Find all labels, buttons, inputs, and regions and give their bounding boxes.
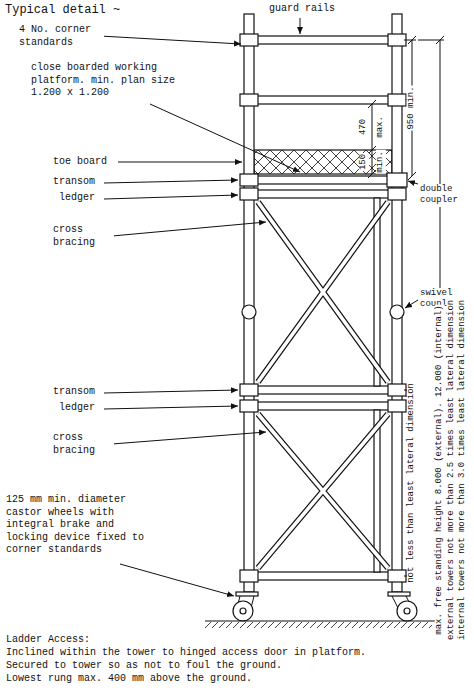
dimension: max. xyxy=(376,115,386,139)
part-label: transom xyxy=(52,176,96,189)
dimension: not less than least lateral dimension xyxy=(407,382,417,584)
note-text: Lowest rung max. 400 mm above the ground… xyxy=(5,673,253,686)
part-label: 4 No. corner standards xyxy=(18,24,104,49)
dimension: 150 xyxy=(359,153,369,171)
part-label: cross bracing xyxy=(52,432,114,457)
part-label: double coupler xyxy=(419,184,463,207)
note-text: 125 mm min. diameter castor wheels with … xyxy=(5,494,163,557)
part-label: cross bracing xyxy=(52,224,114,249)
dimension: min. xyxy=(376,150,386,174)
note-text: Inclined within the tower to hinged acce… xyxy=(5,647,367,660)
note-heading: Ladder Access: xyxy=(5,634,91,647)
dimension-note: external towers not more than 2.5 times … xyxy=(447,299,457,641)
part-label: guard rails xyxy=(268,3,336,16)
dimension: max. free standing height 8.000 (externa… xyxy=(435,304,445,635)
part-label: ledger xyxy=(58,192,96,205)
dimension: 950 min. xyxy=(407,85,417,130)
part-label: close boarded working platform. min. pla… xyxy=(30,62,204,100)
drawing-title: Typical detail ~ xyxy=(4,3,121,18)
dimension-note: internal towers not more than 3.0 times … xyxy=(458,299,468,641)
part-label: toe board xyxy=(52,156,108,169)
part-label: ledger xyxy=(58,402,96,415)
part-label: transom xyxy=(52,386,96,399)
dimension: 470 xyxy=(359,118,369,136)
note-text: Secured to tower so as not to foul the g… xyxy=(5,660,283,673)
